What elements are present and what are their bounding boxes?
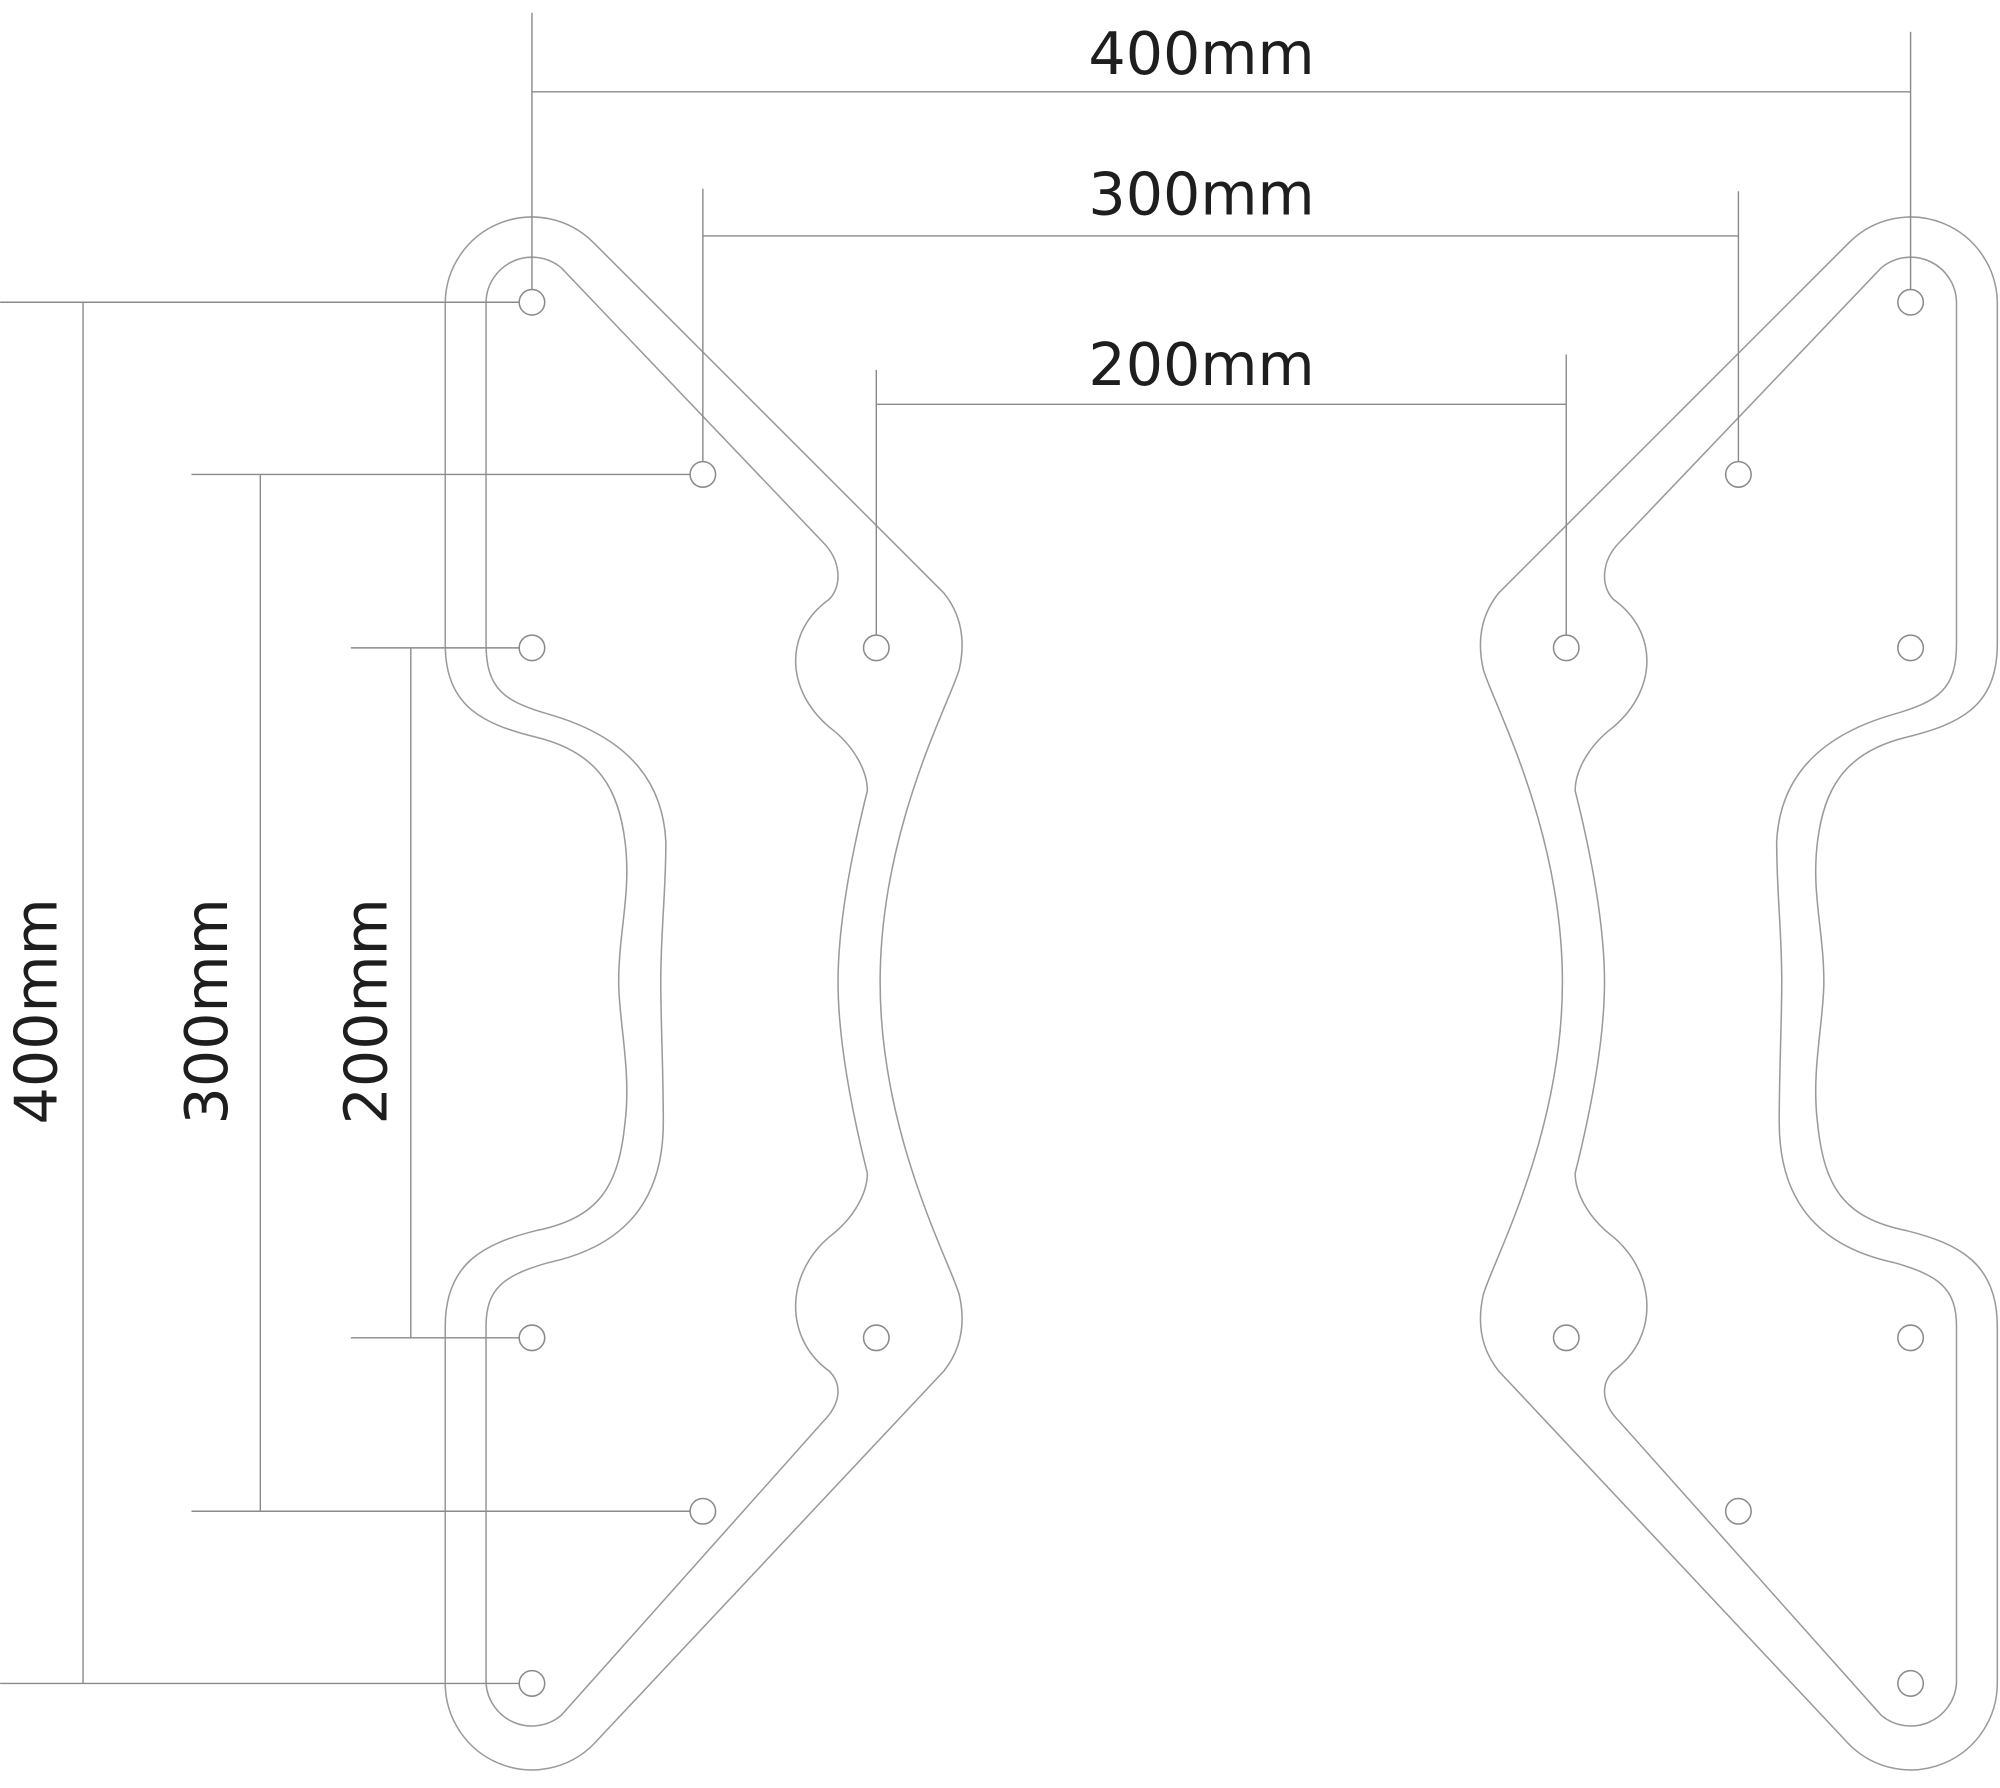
vertical-200mm-label: 200mm — [333, 898, 401, 1124]
horizontal-300mm-label: 300mm — [1088, 160, 1314, 228]
right-plate-inner-groove — [1574, 256, 1958, 1727]
vertical-300mm-label: 300mm — [173, 898, 241, 1124]
mounting-hole — [518, 1324, 546, 1352]
mounting-hole — [1552, 634, 1580, 662]
mounting-hole — [1724, 1497, 1752, 1525]
right-plate-outline — [1479, 216, 1999, 1771]
mounting-hole — [1897, 634, 1925, 662]
mounting-hole — [518, 1669, 546, 1697]
left-plate-outline — [444, 216, 963, 1771]
mounting-hole — [1897, 1669, 1925, 1697]
mounting-hole — [689, 460, 717, 488]
mounting-hole — [1897, 288, 1925, 316]
mounting-hole — [689, 1497, 717, 1525]
mounting-hole — [862, 634, 890, 662]
vertical-dimension-lines — [0, 301, 703, 1685]
mounting-hole — [518, 634, 546, 662]
horizontal-400mm-label: 400mm — [1088, 20, 1314, 88]
mounting-hole — [518, 288, 546, 316]
vertical-400mm-label: 400mm — [2, 898, 70, 1124]
mounting-hole — [1552, 1324, 1580, 1352]
mounting-hole — [1724, 460, 1752, 488]
mounting-hole — [1897, 1324, 1925, 1352]
horizontal-dimension-lines — [531, 12, 1912, 648]
mounting-hole — [862, 1324, 890, 1352]
mounting-holes — [518, 288, 1925, 1697]
right-plate — [1479, 216, 1999, 1771]
left-plate-inner-groove — [485, 256, 869, 1727]
left-plate — [444, 216, 963, 1771]
horizontal-200mm-label: 200mm — [1088, 331, 1314, 399]
